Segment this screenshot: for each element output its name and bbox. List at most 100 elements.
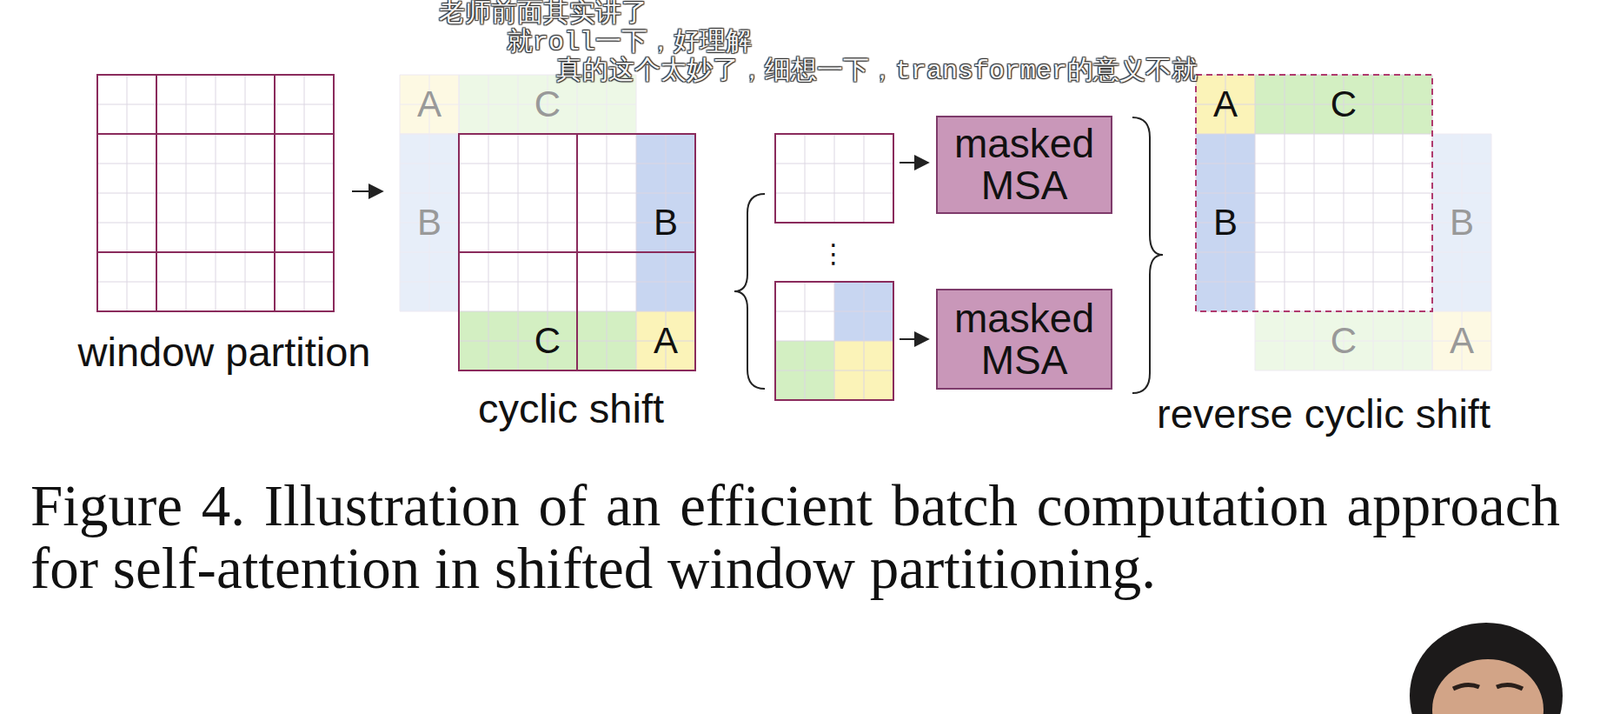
- patch-grid: [775, 281, 894, 400]
- ellipsis: ⋮: [820, 239, 847, 268]
- grid-line: [399, 281, 459, 283]
- patch-grid: [97, 74, 334, 312]
- region-letter: C: [1330, 320, 1357, 361]
- grid-line: [399, 74, 459, 76]
- patch-grid: [775, 133, 894, 223]
- window-batch-figure: [775, 133, 894, 400]
- grid-line: [399, 192, 459, 194]
- grid-line: [399, 163, 459, 165]
- grid-line: [775, 163, 894, 165]
- feature-map: [458, 133, 696, 371]
- grid-line: [1432, 281, 1492, 283]
- arrow: [899, 338, 929, 340]
- arrow: [899, 161, 929, 164]
- grid-line: [863, 133, 865, 223]
- eyebrows: [1453, 683, 1523, 689]
- grid-line: [775, 370, 894, 372]
- grid-line: [97, 281, 334, 283]
- grid-line: [1195, 311, 1433, 313]
- grid-line: [834, 133, 836, 223]
- grid-line: [458, 252, 696, 253]
- grid-line: [1432, 192, 1492, 194]
- danmaku-subtitle: 就roll一下，好理解: [506, 28, 752, 58]
- grid-line: [1195, 163, 1433, 165]
- window-border: [775, 133, 894, 223]
- grid-line: [1195, 133, 1433, 135]
- grid-line: [1195, 192, 1433, 194]
- window-line: [155, 74, 158, 312]
- patch-grid: [458, 133, 696, 371]
- attention-box: masked MSA: [936, 115, 1113, 214]
- window-border: [775, 281, 894, 400]
- grid-line: [97, 104, 334, 106]
- grid-line: [97, 222, 334, 224]
- region-letter: C: [534, 320, 561, 361]
- grid-line: [274, 74, 276, 312]
- window-line: [97, 251, 334, 253]
- window-border: [458, 133, 696, 371]
- grid-line: [1195, 281, 1433, 283]
- region-letter: B: [417, 202, 442, 243]
- window-partition-figure: [97, 74, 334, 312]
- patch-grid: [399, 74, 459, 134]
- window-line: [97, 132, 334, 135]
- grid-line: [1432, 252, 1492, 253]
- figure-label: window partition: [77, 329, 371, 375]
- feature-map: [1195, 74, 1433, 312]
- region-letter: A: [417, 84, 442, 125]
- grid-line: [97, 133, 334, 135]
- region-letter: C: [1330, 84, 1357, 125]
- shifted-out-region: [399, 74, 459, 134]
- hair: [1409, 622, 1563, 714]
- brace: [1132, 117, 1163, 393]
- figure-label: cyclic shift: [478, 385, 664, 432]
- window-line: [273, 74, 276, 312]
- grid-line: [1254, 370, 1433, 372]
- region-letter: B: [653, 202, 678, 243]
- grid-line: [1432, 163, 1492, 165]
- danmaku-subtitle: 老师前面其实讲了: [438, 0, 648, 29]
- grid-line: [1195, 252, 1433, 253]
- arrow: [351, 190, 383, 193]
- grid-line: [97, 252, 334, 253]
- region-letter: A: [1213, 84, 1238, 125]
- grid-line: [97, 163, 334, 165]
- window-line: [458, 251, 696, 253]
- box-label: masked MSA: [941, 297, 1108, 382]
- brace: [734, 193, 765, 389]
- grid-line: [399, 252, 459, 253]
- figure-caption: Figure 4. Illustration of an efficient b…: [30, 473, 1561, 599]
- grid-line: [399, 133, 459, 135]
- grid-line: [97, 192, 334, 194]
- window-border: [1195, 74, 1433, 312]
- grid-line: [399, 133, 459, 135]
- patch-grid: [1195, 74, 1433, 312]
- shifted-out-region: [399, 133, 459, 312]
- feature-map: [97, 74, 334, 312]
- danmaku-subtitle: 真的这个太妙了，细想一下，transformer的意义不就: [556, 57, 1198, 87]
- presenter-video: [1409, 622, 1563, 714]
- grid-line: [399, 311, 459, 313]
- grid-line: [775, 311, 894, 313]
- grid-line: [1432, 133, 1492, 135]
- region-letter: A: [653, 320, 678, 361]
- window-border: [97, 74, 334, 312]
- window: [775, 281, 894, 400]
- face: [1432, 658, 1544, 714]
- patch-grid: [399, 133, 459, 312]
- patch-grid: [1254, 311, 1433, 371]
- grid-line: [804, 133, 806, 223]
- reverse-cyclic-shift-figure: [1195, 74, 1492, 371]
- region-letter: B: [1213, 202, 1238, 243]
- window: [775, 133, 894, 223]
- figure-label: reverse cyclic shift: [1156, 391, 1491, 437]
- shifted-out-region: [1254, 311, 1433, 371]
- region-letter: C: [534, 84, 561, 125]
- patch-grid: [1432, 133, 1492, 371]
- box-label: masked MSA: [941, 122, 1108, 207]
- cyclic-shift-figure: [399, 74, 696, 371]
- grid-line: [1432, 311, 1492, 313]
- grid-line: [775, 192, 894, 194]
- region-letter: A: [1449, 320, 1474, 361]
